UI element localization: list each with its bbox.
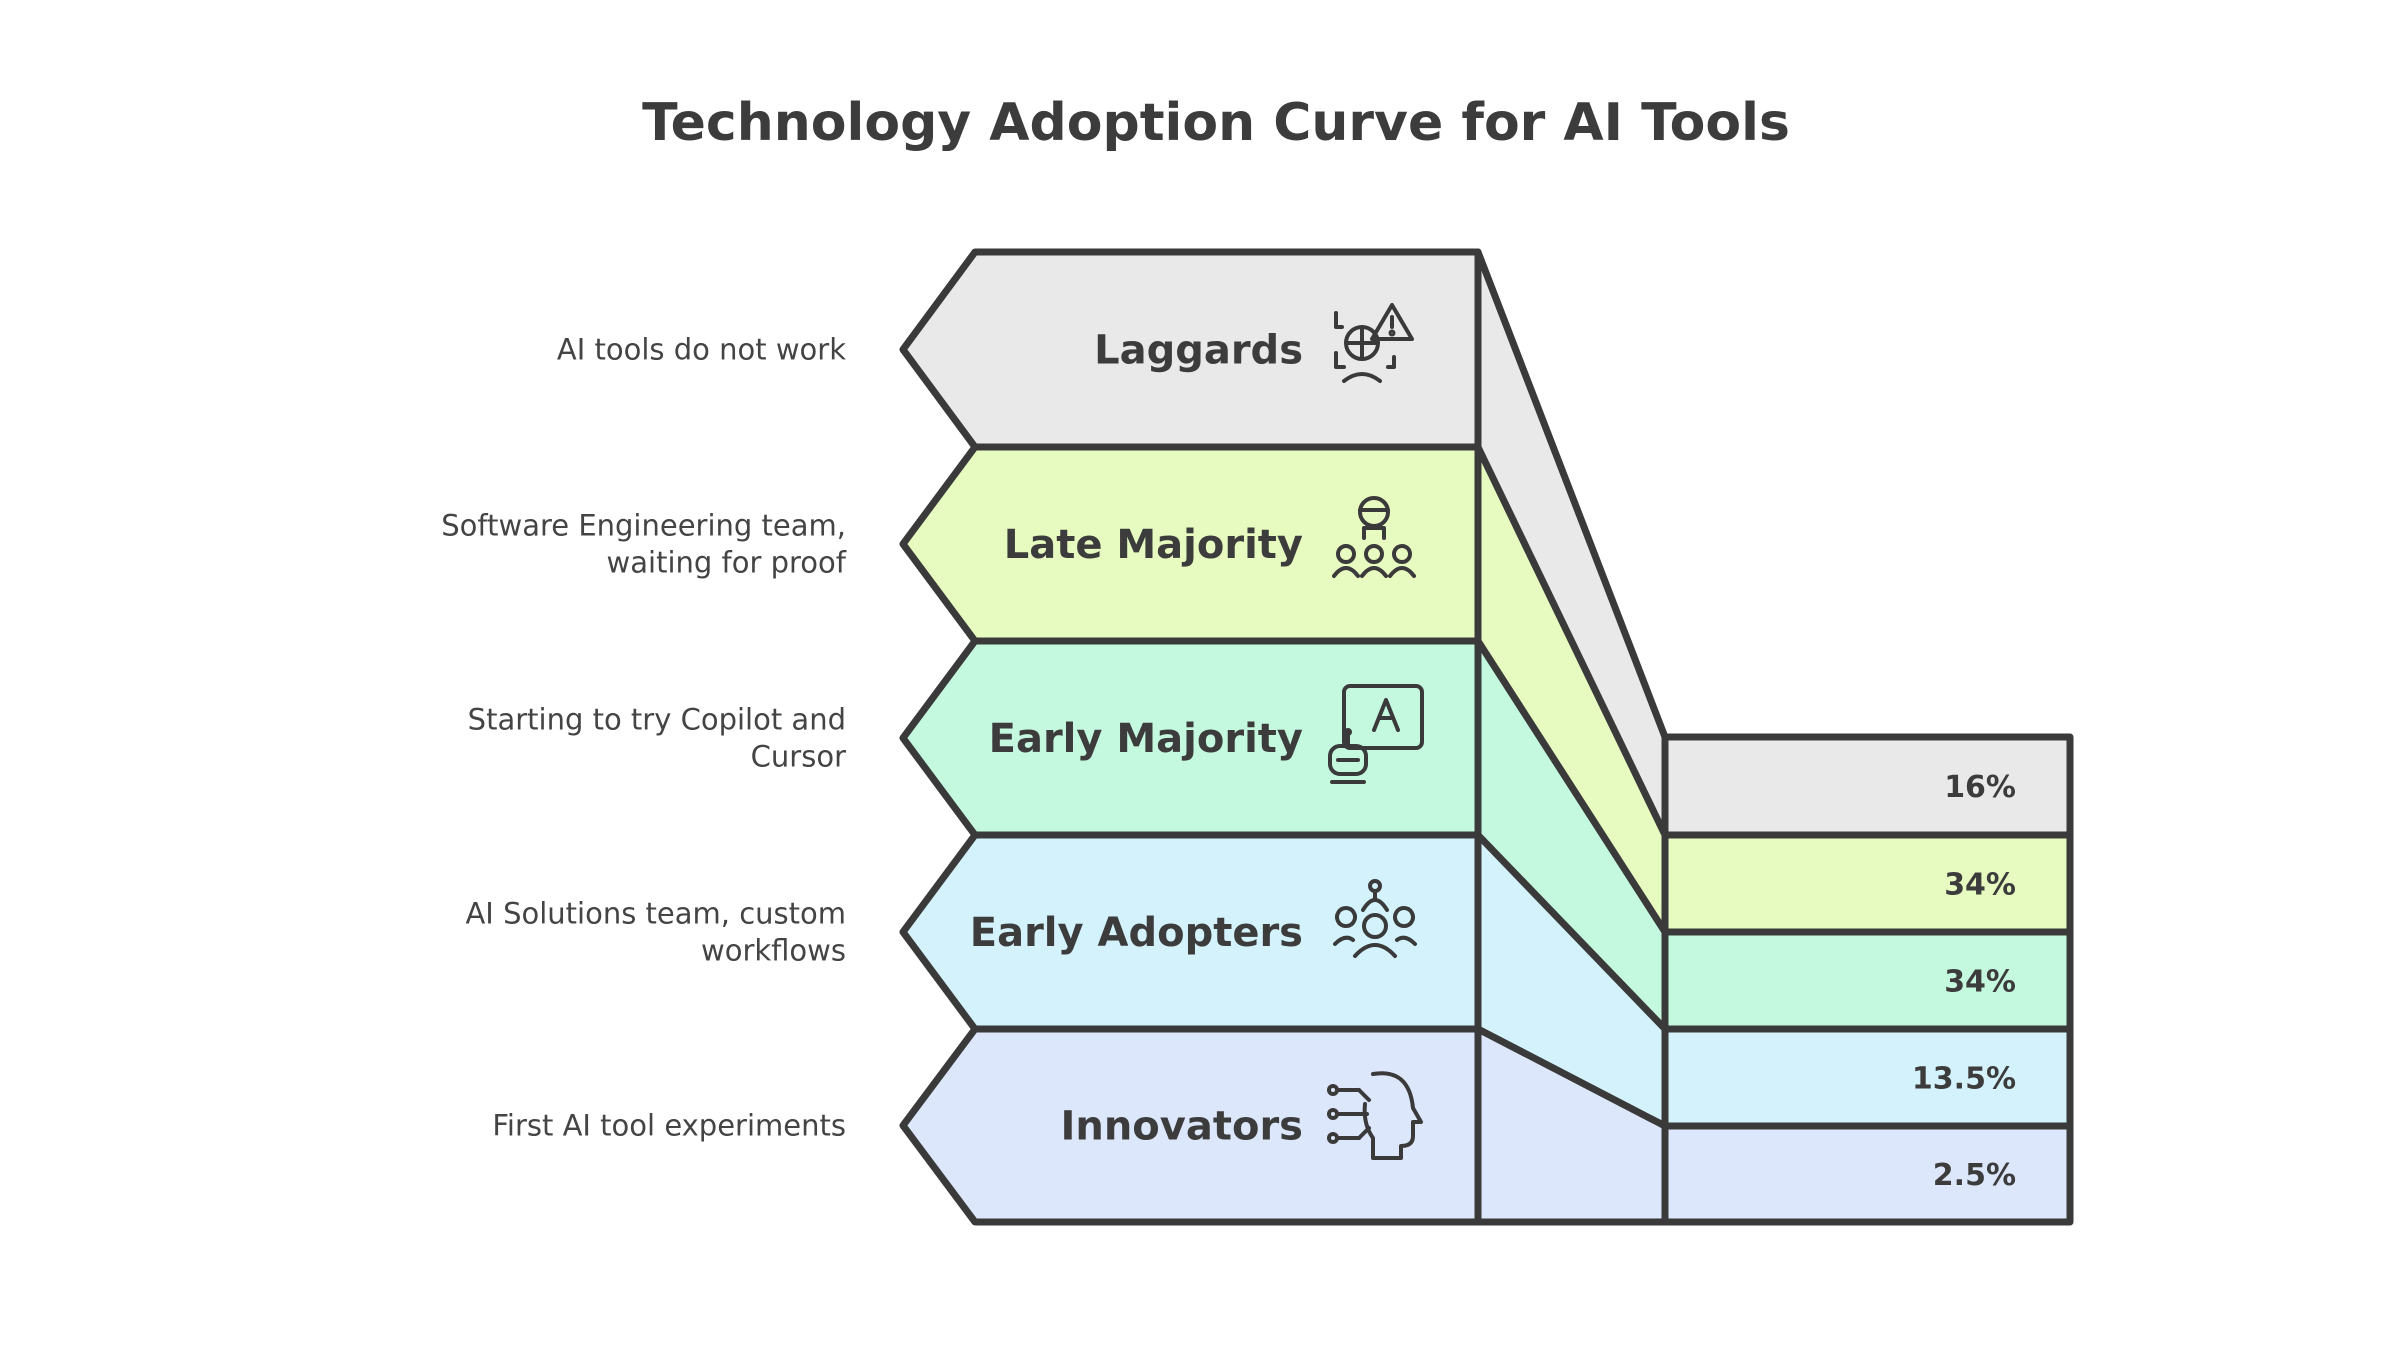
stage-connector xyxy=(1478,641,1665,1029)
stage-early-majority: Early Majority Starting to try Copilot an… xyxy=(468,641,2070,1029)
stage-description-line: Software Engineering team, xyxy=(441,509,846,543)
warning-face-icon xyxy=(1334,303,1414,383)
network-people-icon xyxy=(1333,879,1417,958)
stage-description-line: workflows xyxy=(701,934,846,968)
stage-percent-bar xyxy=(1665,1126,2070,1222)
ai-head-icon xyxy=(1327,1071,1423,1160)
stage-description-line: waiting for proof xyxy=(607,546,847,580)
stage-band xyxy=(903,447,1478,641)
stage-label: Late Majority xyxy=(1004,522,1303,568)
outlines-layer xyxy=(899,248,2074,1226)
stage-band xyxy=(903,252,1478,447)
stage-late-majority: Late Majority Software Engineering team,w… xyxy=(441,447,2070,932)
stage-early-adopters: Early Adopters AI Solutions team, customw… xyxy=(465,835,2070,1126)
stage-label: Early Majority xyxy=(989,716,1303,762)
stage-description-line: AI Solutions team, custom xyxy=(465,897,846,931)
stage-percent: 34% xyxy=(1944,868,2016,903)
stage-label: Early Adopters xyxy=(970,910,1303,956)
stage-percent: 16% xyxy=(1944,770,2016,805)
connector-outline xyxy=(1474,443,1669,839)
stage-percent-bar xyxy=(1665,1029,2070,1126)
connector-outline-top xyxy=(1474,248,1669,741)
stage-percent: 13.5% xyxy=(1912,1062,2016,1097)
stage-percent-bar xyxy=(1665,835,2070,932)
stage-percent-bar xyxy=(1665,932,2070,1029)
stage-connector xyxy=(1478,252,1665,835)
stage-description-line: Cursor xyxy=(751,740,846,774)
stage-label: Laggards xyxy=(1094,328,1303,374)
stage-percent: 2.5% xyxy=(1933,1158,2016,1193)
stage-band xyxy=(903,641,1478,835)
stage-description-line: First AI tool experiments xyxy=(492,1109,846,1143)
stage-connector xyxy=(1478,1029,1665,1222)
stage-band xyxy=(903,835,1478,1029)
bar-outline xyxy=(1661,1122,2074,1226)
connector-outline xyxy=(1474,637,1669,936)
stage-innovators: Innovators First AI tool experiments 2.5% xyxy=(492,1029,2070,1222)
band-outline xyxy=(899,1025,1482,1226)
stage-laggards: Laggards AI tools do not work 16% xyxy=(557,252,2070,835)
connector-outline xyxy=(1474,831,1669,1033)
stage-percent: 34% xyxy=(1944,965,2016,1000)
diagram-title: Technology Adoption Curve for AI Tools xyxy=(642,93,1790,153)
stage-label: Innovators xyxy=(1060,1104,1303,1150)
stage-band xyxy=(903,1029,1478,1222)
connector-outline xyxy=(1474,1025,1669,1130)
stage-description-line: AI tools do not work xyxy=(557,333,846,367)
stage-connector xyxy=(1478,447,1665,932)
robot-presenter-icon xyxy=(1328,684,1424,784)
stage-description-line: Starting to try Copilot and xyxy=(468,703,846,737)
stage-percent-bar xyxy=(1665,737,2070,835)
group-people-icon xyxy=(1332,496,1416,578)
